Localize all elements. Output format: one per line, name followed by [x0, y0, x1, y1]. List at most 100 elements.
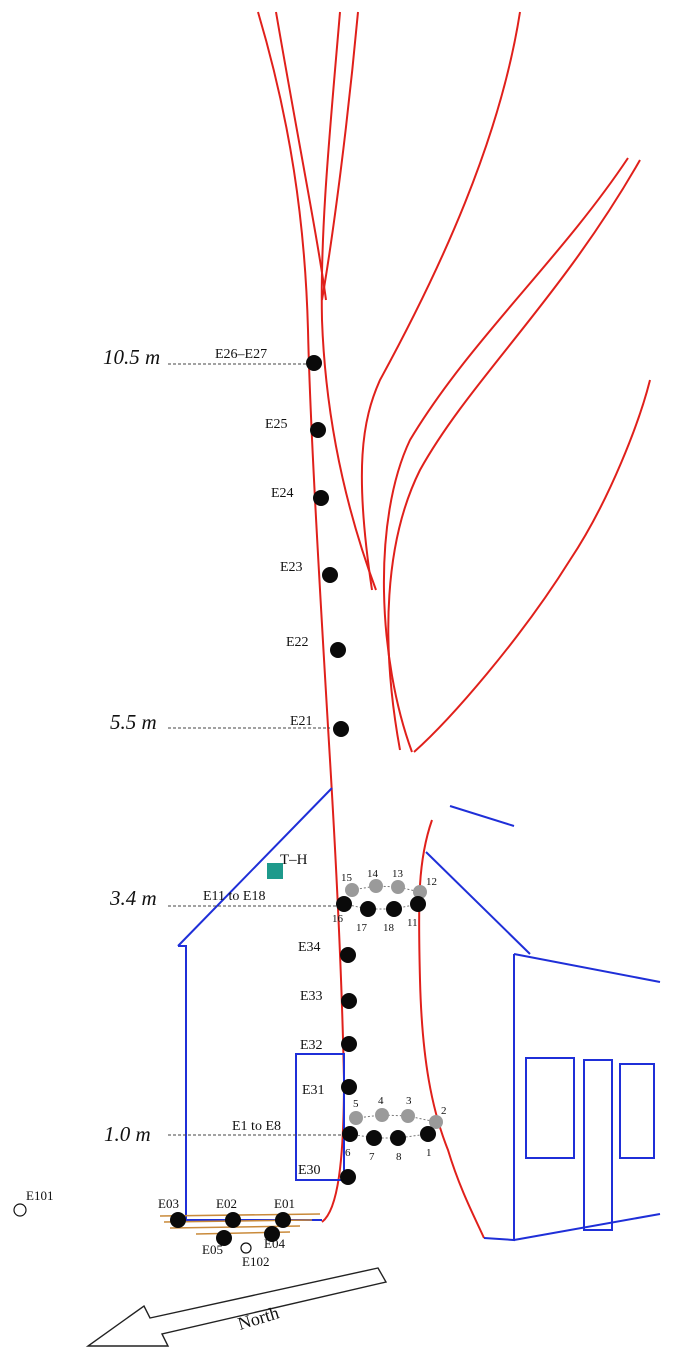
branch-fork-left: [321, 11, 359, 301]
label-e101: E101: [26, 1188, 53, 1203]
house-left-door: [295, 1053, 345, 1181]
height-label-1-0: 1.0 m: [104, 1122, 151, 1146]
window-left: [525, 1057, 575, 1159]
ring-num-5: 5: [353, 1098, 359, 1110]
ring-num-12: 12: [426, 876, 437, 888]
sensor-th-square: [267, 863, 283, 879]
upper-ring-sensors: [336, 879, 427, 917]
upper-ring-connector: [343, 903, 419, 910]
lower-ring-numbers: 5 4 3 2 6 7 8 1: [345, 1095, 447, 1163]
lower-ring-connector: [349, 1133, 429, 1139]
window-right: [619, 1063, 655, 1159]
sensor-lower-2: [429, 1115, 443, 1129]
sensor-e22: [330, 642, 346, 658]
sensor-e30: [340, 1169, 356, 1185]
label-e26-e27: E26–E27: [215, 347, 267, 362]
label-e02: E02: [216, 1196, 237, 1211]
label-th: T–H: [280, 852, 308, 868]
label-e11-e18: E11 to E18: [203, 889, 265, 904]
sensor-lower-3: [401, 1109, 415, 1123]
label-e31: E31: [302, 1083, 325, 1098]
house-left-roof: [177, 787, 333, 947]
label-e22: E22: [286, 635, 309, 650]
ring-num-7: 7: [369, 1151, 375, 1163]
height-label-10-5: 10.5 m: [103, 345, 160, 369]
ring-num-3: 3: [406, 1095, 412, 1107]
ring-num-8: 8: [396, 1151, 402, 1163]
ring-num-16: 16: [332, 913, 344, 925]
height-label-3-4: 3.4 m: [109, 886, 157, 910]
branch-fork-inner: [320, 11, 377, 591]
sensor-e01: [275, 1212, 291, 1228]
label-e1-e8: E1 to E8: [232, 1119, 281, 1134]
ground-sensors: [13, 1203, 291, 1254]
ring-num-1: 1: [426, 1147, 432, 1159]
label-e25: E25: [265, 417, 288, 432]
ring-num-17: 17: [356, 922, 368, 934]
upper-ring-numbers: 15 14 13 12 16 17 18 11: [332, 868, 437, 934]
label-e34: E34: [298, 940, 321, 955]
sensor-lower-6: [342, 1126, 358, 1142]
label-e01: E01: [274, 1196, 295, 1211]
sensor-e21: [333, 721, 349, 737]
sensor-upper-15: [345, 883, 359, 897]
sensor-upper-13: [391, 880, 405, 894]
sensor-upper-11: [410, 896, 426, 912]
north-arrow-shape: [85, 1267, 388, 1347]
house-right-front: [483, 954, 515, 1242]
height-label-5-5: 5.5 m: [110, 710, 157, 734]
ring-num-6: 6: [345, 1147, 351, 1159]
sensor-e24: [313, 490, 329, 506]
sensor-e02: [225, 1212, 241, 1228]
label-e24: E24: [271, 486, 294, 501]
branch-right-inner: [382, 157, 629, 753]
door-right: [583, 1059, 613, 1231]
label-e102: E102: [242, 1254, 269, 1269]
sensor-upper-12: [413, 885, 427, 899]
label-e21: E21: [290, 714, 313, 729]
lower-ring-connector: [355, 1114, 437, 1123]
house-right-roof: [425, 851, 531, 955]
sensor-e05: [216, 1230, 232, 1246]
label-e03: E03: [158, 1196, 179, 1211]
sensor-lower-1: [420, 1126, 436, 1142]
sensor-lower-7: [366, 1130, 382, 1146]
sensor-upper-14: [369, 879, 383, 893]
trunk-right-lower: [418, 819, 485, 1239]
house-left-wall: [178, 945, 322, 1221]
branch-middle-edge: [360, 11, 521, 591]
sensor-e26-e27: [306, 355, 322, 371]
ring-num-13: 13: [392, 868, 404, 880]
sensor-e25: [310, 422, 326, 438]
house-right-top: [513, 953, 661, 983]
sensor-lower-8: [390, 1130, 406, 1146]
label-e05: E05: [202, 1242, 223, 1257]
ring-num-18: 18: [383, 922, 395, 934]
height-markers: [168, 363, 346, 1136]
sensor-e34: [340, 947, 356, 963]
upper-ring-connector: [351, 885, 421, 893]
root-line: [159, 1213, 321, 1217]
house-right-eave: [449, 805, 515, 827]
label-e23: E23: [280, 560, 303, 575]
trunk-right-edge: [413, 379, 651, 753]
sensor-lower-5: [349, 1111, 363, 1125]
sensor-e23: [322, 567, 338, 583]
ring-num-11: 11: [407, 917, 418, 929]
ring-num-14: 14: [367, 868, 379, 880]
sensor-lower-4: [375, 1108, 389, 1122]
branch-left-inner-edge: [275, 11, 327, 301]
label-e33: E33: [300, 989, 323, 1004]
sensor-e31: [341, 1079, 357, 1095]
sensor-upper-18: [386, 901, 402, 917]
sensor-upper-17: [360, 901, 376, 917]
label-e30: E30: [298, 1163, 321, 1178]
sensor-e32: [341, 1036, 357, 1052]
label-e32: E32: [300, 1038, 323, 1053]
sensor-upper-16: [336, 896, 352, 912]
house-right-bottom: [513, 1213, 661, 1241]
lower-ring-sensors: [342, 1108, 443, 1146]
ring-num-2: 2: [441, 1105, 447, 1117]
